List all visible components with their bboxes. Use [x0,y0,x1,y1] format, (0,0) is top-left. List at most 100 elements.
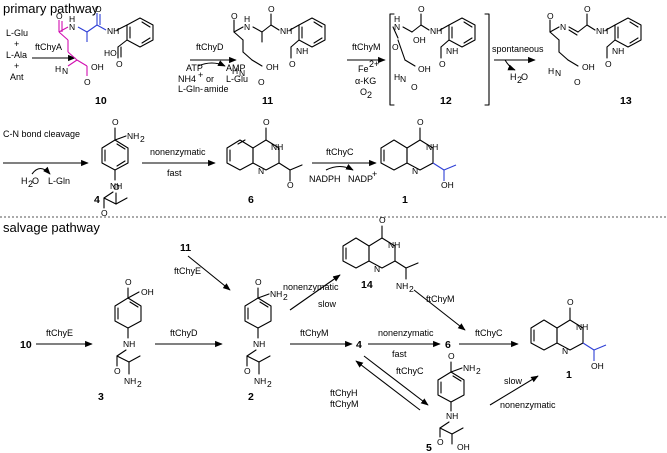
cond-nh4-sup: + [198,70,203,80]
svg-text:O: O [411,82,418,92]
cond-water-tail: O [32,176,39,186]
svg-text:O: O [112,117,119,127]
svg-text:N: N [244,22,250,32]
svg-text:N: N [400,74,406,84]
salvage-enzyme-ftchym-2: ftChyM [300,328,329,338]
svg-text:O: O [574,77,581,87]
reaction-arrow [413,289,466,331]
cond-h2o: H [510,72,517,82]
cond-nonenzymatic: nonenzymatic [150,147,206,157]
salvage-compound-1-label: 1 [566,369,572,381]
compound-1-label: 1 [402,194,408,206]
svg-text:O: O [231,11,238,21]
substrate-list: L-Glu + L-Ala + Ant [6,28,28,82]
compound-10-structure: HO O NH O N H O H N O OH [55,4,154,87]
reaction-arrow [355,360,421,411]
cond-water-sub: 2 [28,179,33,189]
bracket-right [484,13,490,106]
svg-text:OH: OH [441,180,454,190]
svg-text:O: O [392,42,399,52]
svg-text:O: O [258,77,265,87]
svg-text:O: O [287,180,294,190]
cond-akg: α-KG [355,76,376,86]
svg-text:O: O [268,4,275,14]
compound-12-label: 12 [440,95,452,107]
compound-10-label: 10 [95,95,107,107]
svg-text:N: N [62,66,68,76]
cond-nadp: NADP [348,174,373,184]
plus-sign: + [14,61,19,71]
substrate-l-ala: L-Ala [6,50,27,60]
compound-5-label: 5 [426,442,432,453]
cond-l-glu: L-Glu [226,74,248,84]
salvage-enzyme-ftchye-2: ftChyE [174,266,201,276]
compound-2-label: 2 [248,391,254,403]
svg-text:NH: NH [296,46,308,56]
svg-text:O: O [448,351,455,361]
svg-text:OH: OH [266,62,279,72]
svg-text:O: O [116,59,123,69]
svg-text:NH: NH [463,363,475,373]
salvage-slow-2: slow [504,376,523,386]
salvage-nonenzymatic-fast: nonenzymatic [378,328,434,338]
svg-text:N: N [69,22,75,32]
svg-text:O: O [101,208,108,218]
svg-text:OH: OH [457,442,470,452]
reaction-arrow [489,375,539,406]
enzyme-ftchya: ftChyA [35,42,62,52]
svg-text:NH: NH [430,26,442,36]
cond-o2: O [360,87,367,97]
svg-text:O: O [56,11,63,21]
compound-2-structure: O NH 2 NH O NH 2 [244,277,288,389]
cond-l-gln: L-Gln- [178,84,203,94]
compound-4-label: 4 [94,194,100,206]
reaction-arrow [363,355,429,406]
svg-text:O: O [244,366,251,376]
svg-text:NH: NH [123,339,135,349]
salvage-enzyme-ftchye: ftChyE [46,328,73,338]
svg-text:NH: NH [107,26,119,36]
cond-spontaneous: spontaneous [492,44,544,54]
salvage-nonenzymatic-slow-1: nonenzymatic [283,282,339,292]
compound-1-structure: O NH N OH [380,117,457,190]
salvage-enzyme-ftchyc-1: ftChyC [475,328,503,338]
reaction-arrow [187,255,231,291]
cond-fast: fast [167,168,182,178]
svg-text:NH: NH [446,411,458,421]
salvage-compound-1-structure: O NH N OH [530,297,607,371]
svg-text:O: O [255,277,262,287]
svg-text:N: N [258,166,264,176]
salvage-nonenzymatic-2: nonenzymatic [500,400,556,410]
svg-text:H: H [69,14,75,24]
svg-text:NH: NH [271,142,283,152]
salvage-enzyme-ftchym-1: ftChyM [426,294,455,304]
svg-text:O: O [417,117,424,127]
svg-text:NH: NH [127,131,139,141]
compound-14-label: 14 [361,279,373,291]
cond-water: H [21,176,28,186]
svg-text:NH: NH [280,26,292,36]
svg-text:H: H [394,14,400,24]
svg-text:2: 2 [476,366,481,376]
cofactor-curve [197,60,226,67]
svg-text:NH: NH [446,46,458,56]
compound-3-structure: OH O NH O NH 2 [114,277,154,389]
cond-h2o-tail: O [521,72,528,82]
svg-text:NH: NH [576,322,588,332]
svg-text:O: O [84,77,91,87]
salvage-enzyme-ftchyd: ftChyD [170,328,198,338]
svg-text:NH: NH [396,281,408,291]
cofactor-curve [31,166,51,175]
plus-sign: + [14,39,19,49]
svg-text:O: O [439,59,446,69]
primary-pathway-title: primary pathway [3,1,99,16]
svg-text:O: O [584,4,591,14]
cond-nh4: NH4 [178,74,196,84]
cond-nadph: NADPH [309,174,341,184]
cond-or: or [206,74,214,84]
enzyme-ftchyc: ftChyC [326,147,354,157]
svg-text:O: O [379,215,386,225]
substrate-ant: Ant [10,72,24,82]
svg-text:2: 2 [283,292,288,302]
